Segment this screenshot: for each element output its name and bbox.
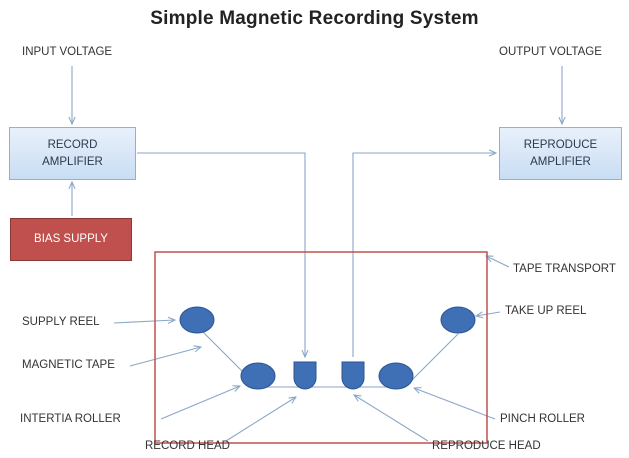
pointer-magnetic-tape <box>129 347 201 367</box>
reproduce-amplifier-line-2: AMPLIFIER <box>530 155 591 168</box>
record-head-shape <box>293 361 317 390</box>
pointer-pinch-roller <box>414 388 496 420</box>
record-amplifier-line-2: AMPLIFIER <box>42 155 103 168</box>
pointer-take-up-reel <box>476 312 501 316</box>
bias-supply-box: BIAS SUPPLY <box>10 218 132 261</box>
intertia-roller-label: INTERTIA ROLLER <box>20 413 121 425</box>
supply-reel-label: SUPPLY REEL <box>22 316 100 328</box>
pointer-reproduce-head <box>354 395 429 442</box>
diagram-title: Simple Magnetic Recording System <box>150 8 479 29</box>
reproduce-amplifier-line-1: REPRODUCE <box>523 138 598 151</box>
magnetic-tape-label: MAGNETIC TAPE <box>22 359 115 371</box>
pointer-record-head <box>225 397 296 442</box>
pinch-roller-label: PINCH ROLLER <box>500 413 585 425</box>
intertia-roller-shape <box>240 362 276 390</box>
reproduce-amplifier-box: REPRODUCE AMPLIFIER <box>499 127 622 180</box>
pointer-intertia-roller <box>160 386 240 420</box>
take-up-reel-shape <box>440 306 476 334</box>
record-head-label: RECORD HEAD <box>145 440 230 452</box>
reproduce-head-label: REPRODUCE HEAD <box>432 440 541 452</box>
record-amplifier-line-1: RECORD <box>47 138 98 151</box>
input-voltage-label: INPUT VOLTAGE <box>22 46 113 58</box>
supply-reel-shape <box>179 306 215 334</box>
pointer-supply-reel <box>113 320 175 323</box>
record-amplifier-box: RECORD AMPLIFIER <box>9 127 136 180</box>
take-up-reel-label: TAKE UP REEL <box>505 305 587 317</box>
reproduce-head-shape <box>341 361 365 390</box>
line-head-to-reproduce-amp <box>352 153 496 357</box>
pinch-roller-shape <box>378 362 414 390</box>
pointer-tape-transport <box>486 256 510 268</box>
tape-transport-frame <box>154 251 488 444</box>
line-record-amp-to-head <box>137 152 305 357</box>
output-voltage-label: OUTPUT VOLTAGE <box>499 46 602 58</box>
tape-right-diagonal <box>411 333 459 381</box>
tape-transport-label: TAPE TRANSPORT <box>513 263 616 275</box>
